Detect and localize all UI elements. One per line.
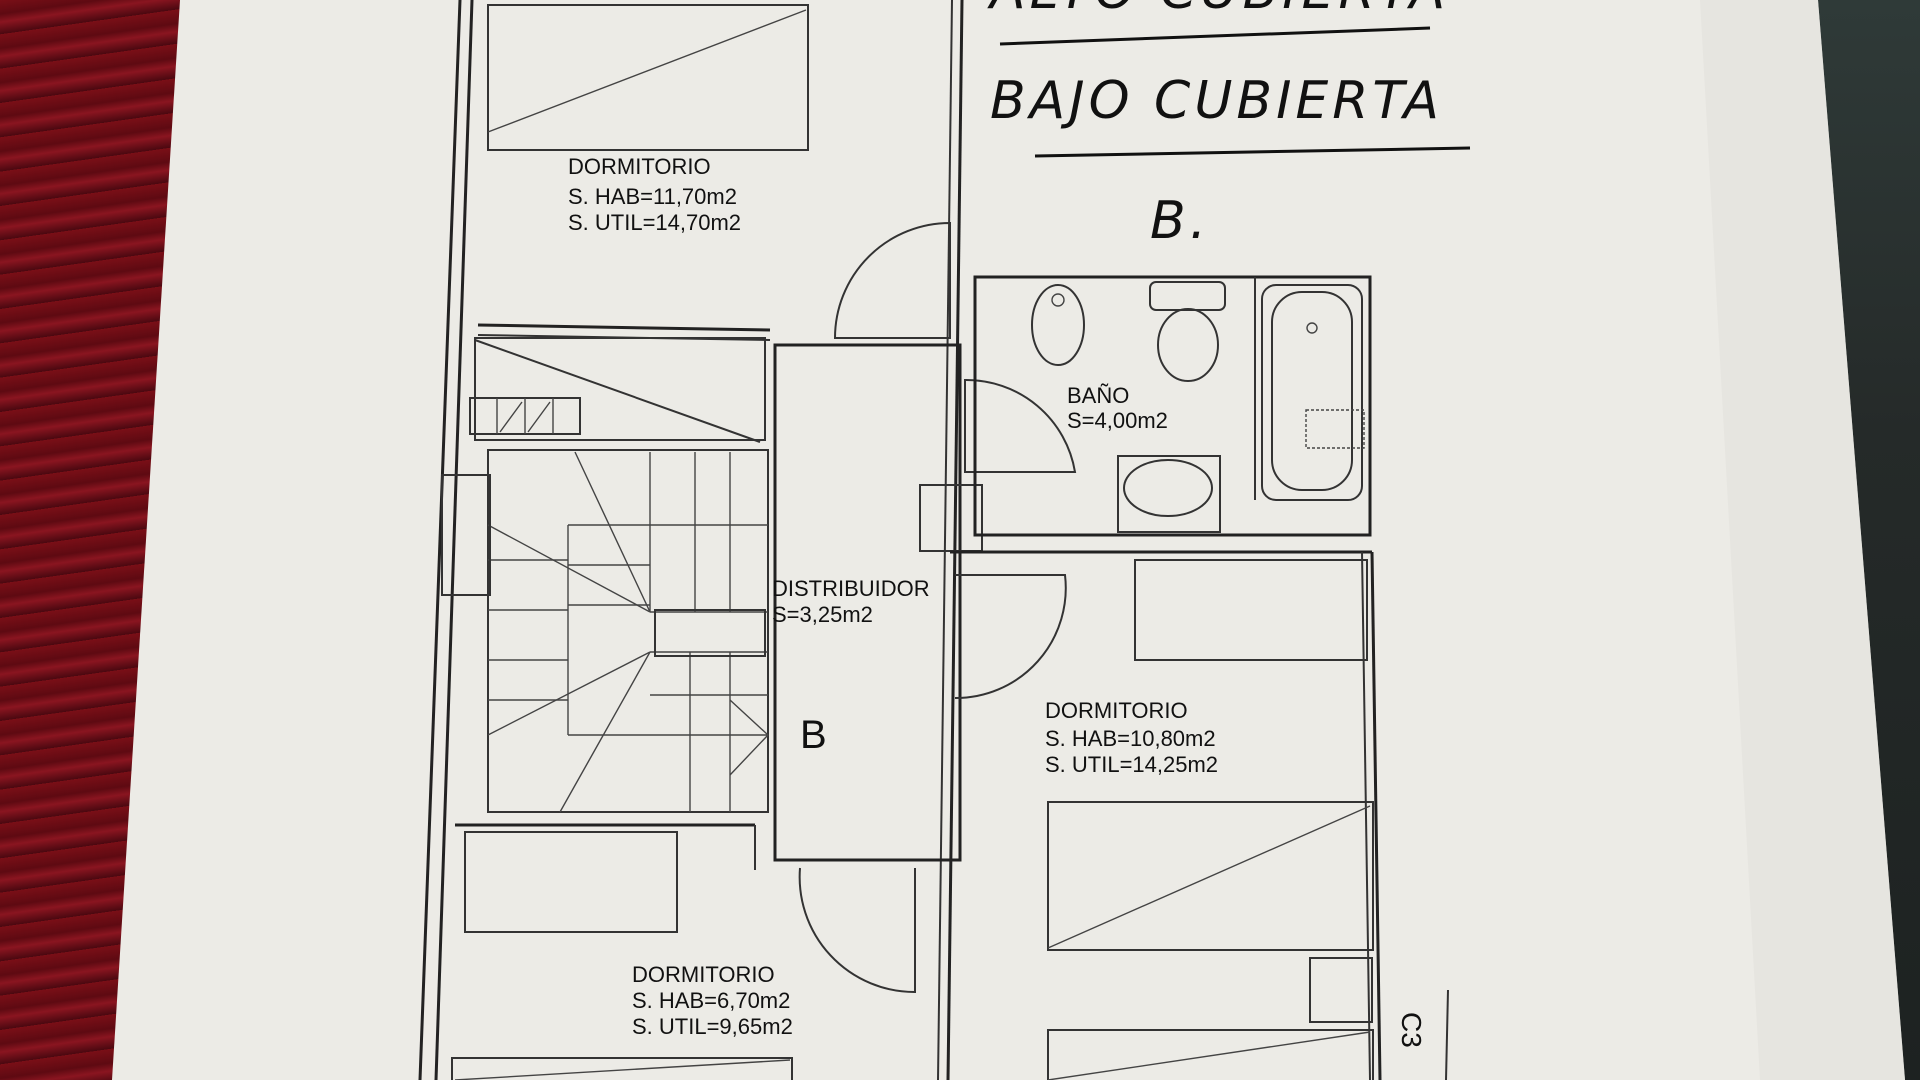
wardrobe-right-lower-diagonal	[1047, 1031, 1371, 1080]
stair-side-wall	[441, 474, 491, 596]
room-distributor: DISTRIBUIDOR S=3,25m2 B	[772, 576, 930, 757]
wardrobe-right-bottom-diagonal	[1047, 805, 1371, 949]
door-top-bedroom	[833, 221, 951, 339]
room-bathroom: BAÑO S=4,00m2	[1067, 383, 1168, 433]
center-wall	[946, 0, 964, 1080]
small-cabinet-right	[1309, 957, 1373, 1023]
bathroom-walls	[973, 275, 1372, 537]
wardrobe-bottom	[464, 831, 678, 933]
stair-treads	[487, 451, 769, 813]
room-bedroom-top: DORMITORIO S. HAB=11,70m2 S. UTIL=14,70m…	[568, 154, 741, 235]
wardrobe-bottom-lower-diagonal	[454, 1059, 791, 1080]
bathroom-area: S=4,00m2	[1067, 408, 1168, 433]
heading-underline1	[999, 26, 1431, 46]
heading-line1: ALTO CUBIERTA	[987, 0, 1449, 21]
side-note: C3	[1396, 1012, 1427, 1048]
heading-underline2	[1034, 146, 1471, 158]
bedroom-right-hab: S. HAB=10,80m2	[1045, 726, 1216, 751]
bedroom-right-name: DORMITORIO	[1045, 698, 1188, 723]
left-wall-inner	[434, 0, 474, 1080]
bidet	[1031, 284, 1085, 366]
center-wall-inner	[937, 0, 953, 1080]
stair-well	[487, 449, 769, 813]
top-bedroom-lower-rect	[474, 339, 761, 443]
distributor-name: DISTRIBUIDOR	[772, 576, 930, 601]
bedroom-bottom-util: S. UTIL=9,65m2	[632, 1014, 793, 1039]
bedroom-top-hab: S. HAB=11,70m2	[568, 184, 737, 209]
bedroom-right-util: S. UTIL=14,25m2	[1045, 752, 1218, 777]
wardrobe-right-bottom	[1047, 801, 1374, 951]
storage-under-stairs	[474, 337, 766, 441]
room-bedroom-bottom: DORMITORIO S. HAB=6,70m2 S. UTIL=9,65m2	[632, 962, 793, 1039]
room-bedroom-right: DORMITORIO S. HAB=10,80m2 S. UTIL=14,25m…	[1045, 698, 1218, 777]
wardrobe-top	[487, 4, 809, 151]
bathtub	[1261, 284, 1365, 501]
bathroom-name: BAÑO	[1067, 383, 1129, 408]
paper-shadow	[1700, 0, 1905, 1080]
vent-block-diag2	[527, 401, 551, 433]
stair-landing-block	[654, 609, 766, 657]
wardrobe-right-lower	[1047, 1029, 1374, 1080]
heading-mark: B.	[1150, 191, 1210, 251]
right-bedroom-right-wall-inner	[1361, 551, 1371, 1080]
wardrobe-right-top	[1134, 559, 1368, 661]
distributor-area: S=3,25m2	[772, 602, 873, 627]
distributor-space	[773, 343, 962, 862]
bedroom-bottom-name: DORMITORIO	[632, 962, 775, 987]
wardrobe-bottom-lower	[451, 1057, 793, 1080]
right-bedroom-right-wall	[1370, 551, 1382, 1080]
bedroom-top-name: DORMITORIO	[568, 154, 711, 179]
door-right-bedroom	[954, 574, 1067, 700]
distributor-mark: B	[800, 713, 827, 757]
left-wall	[418, 0, 462, 1080]
bedroom-bottom-hab: S. HAB=6,70m2	[632, 988, 790, 1013]
door-bottom-bedroom	[798, 867, 916, 994]
toilet	[1149, 281, 1226, 382]
top-bedroom-floor-line	[477, 323, 771, 332]
wardrobe-top-diagonal	[487, 9, 807, 133]
heading-line2: BAJO CUBIERTA	[990, 71, 1443, 131]
door-bathroom	[964, 378, 1077, 473]
paper	[112, 0, 1905, 1080]
vent-block-diag1	[499, 401, 523, 433]
bedroom-top-util: S. UTIL=14,70m2	[568, 210, 741, 235]
side-note-line	[1445, 989, 1449, 1080]
washbasin	[1117, 455, 1221, 533]
